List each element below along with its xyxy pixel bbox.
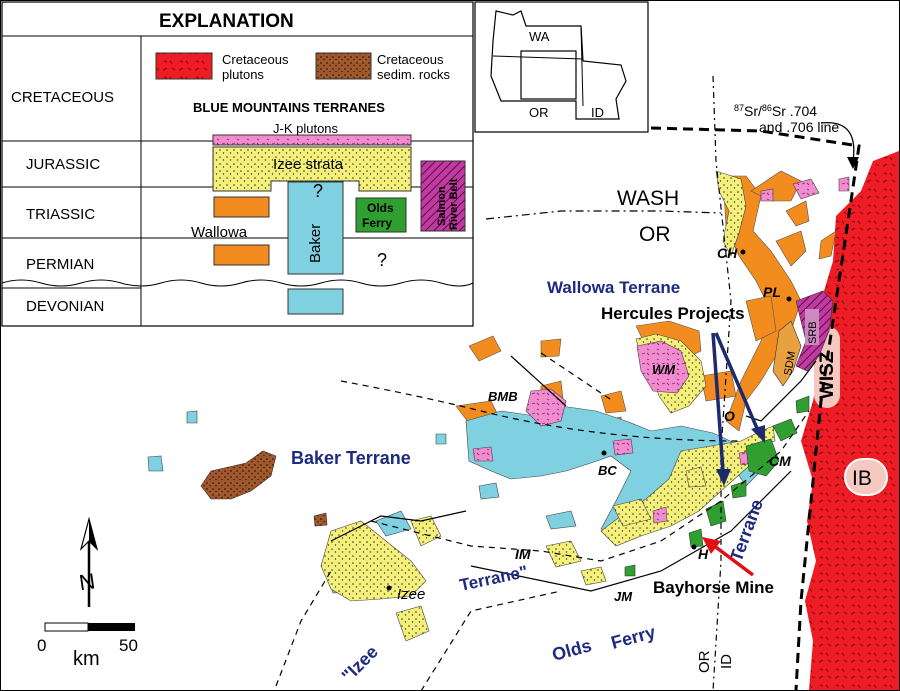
bayhorse-arrow	[702, 537, 755, 577]
bc-point	[601, 450, 607, 456]
izee-yellow-units	[320, 170, 776, 642]
legend-izee-label: Izee strata	[273, 156, 344, 173]
legend-baker-devonian	[287, 288, 344, 315]
pl-point	[786, 296, 792, 302]
scale-unit: km	[73, 648, 100, 670]
wm-label: WM	[652, 362, 676, 377]
bayhorse-mine-label: Bayhorse Mine	[653, 578, 774, 597]
sr-callout-arrow	[820, 122, 855, 162]
legend-izee	[212, 146, 412, 192]
legend-sedim-line1: Cretaceous	[377, 52, 444, 67]
wash-label: WASH	[617, 187, 679, 210]
legend-swatch-plutons	[155, 52, 213, 80]
period-devonian: DEVONIAN	[26, 298, 104, 315]
ib-label: IB	[852, 467, 872, 490]
north-label: N	[77, 568, 96, 595]
pl-label: PL	[763, 284, 781, 300]
izee-quote-label: "Izee	[338, 642, 382, 686]
terrane-quote-label: Terrane"	[458, 562, 530, 595]
ferry-label: Ferry	[609, 622, 658, 653]
sr-line-label: 87Sr/86Sr .704	[734, 103, 817, 119]
legend-plutons-line1: Cretaceous	[222, 52, 289, 67]
hercules-arrows	[711, 332, 765, 486]
jk-pink-plutons	[472, 176, 850, 524]
terranes-title: BLUE MOUNTAINS TERRANES	[193, 100, 385, 115]
wallowa-orange-units	[455, 170, 837, 462]
inset-id: ID	[591, 105, 604, 120]
legend-sedim-line2: sedim. rocks	[377, 67, 450, 82]
baker-terrane-label: Baker Terrane	[291, 448, 411, 468]
legend-olds-line1: Olds	[367, 201, 394, 215]
legend-salmon-line2: River Belt	[448, 178, 460, 230]
legend-baker-q: ?	[313, 181, 323, 201]
period-permian: PERMIAN	[26, 256, 94, 273]
inset-wa: WA	[529, 29, 550, 44]
or-state-label: OR	[639, 223, 671, 246]
sdm-belt	[772, 320, 802, 387]
sdm-label: SDM	[782, 350, 798, 376]
bc-label: BC	[598, 463, 617, 478]
cretaceous-sedim-units	[200, 450, 328, 527]
inset-or: OR	[529, 105, 549, 120]
legend-swatch-sedim	[315, 52, 372, 80]
legend-baker	[287, 181, 344, 275]
id-vertical-label: ID	[718, 654, 735, 669]
legend-jk-plutons	[212, 134, 412, 146]
ch-label: CH	[717, 245, 738, 261]
srb-label: SRB	[807, 321, 819, 344]
legend-wallowa-label: Wallowa	[191, 224, 248, 241]
izee-point	[386, 585, 392, 591]
ch-point	[740, 249, 746, 255]
o-label: O	[724, 408, 735, 424]
h-point	[691, 544, 697, 550]
explanation-title: EXPLANATION	[159, 11, 294, 32]
idaho-batholith	[801, 151, 899, 690]
olds-label: Olds	[550, 635, 594, 665]
legend-jk-label: J-K plutons	[273, 121, 339, 136]
bmb-label: BMB	[488, 389, 518, 404]
legend-baker-label: Baker	[307, 224, 324, 263]
legend-plutons-line2: plutons	[222, 67, 264, 82]
izee-place-label: Izee	[397, 586, 425, 603]
h-label: H	[698, 546, 709, 562]
scale-fifty: 50	[119, 636, 138, 655]
ib-badge	[844, 458, 888, 496]
period-triassic: TRIASSIC	[26, 206, 95, 223]
fault-lines	[275, 75, 817, 690]
north-arrow	[79, 516, 99, 607]
cm-label: CM	[769, 453, 791, 469]
legend-olds-ferry	[355, 197, 407, 233]
hercules-projects-label: Hercules Projects	[601, 304, 745, 323]
scale-zero: 0	[37, 636, 46, 655]
legend-q2: ?	[377, 250, 387, 270]
scale-bar	[44, 622, 135, 632]
sr-line-label-2: and .706 line	[759, 119, 839, 135]
legend-olds-line2: Ferry	[362, 216, 392, 230]
im-label: IM	[515, 546, 531, 562]
legend-salmon-line1: Salmon	[436, 186, 448, 226]
srb-badge	[805, 309, 819, 345]
or-vertical-label: OR	[696, 650, 713, 673]
legend-wallowa-permian	[213, 244, 270, 266]
sr-callout-arrowhead	[847, 157, 859, 169]
period-jurassic: JURASSIC	[26, 156, 100, 173]
period-cretaceous: CRETACEOUS	[11, 89, 114, 106]
wallowa-terrane-label: Wallowa Terrane	[547, 278, 680, 297]
inset-map	[474, 1, 649, 133]
legend-salmon-river	[420, 160, 466, 232]
legend-wallowa-triassic	[213, 196, 270, 218]
jm-label: JM	[614, 589, 633, 604]
